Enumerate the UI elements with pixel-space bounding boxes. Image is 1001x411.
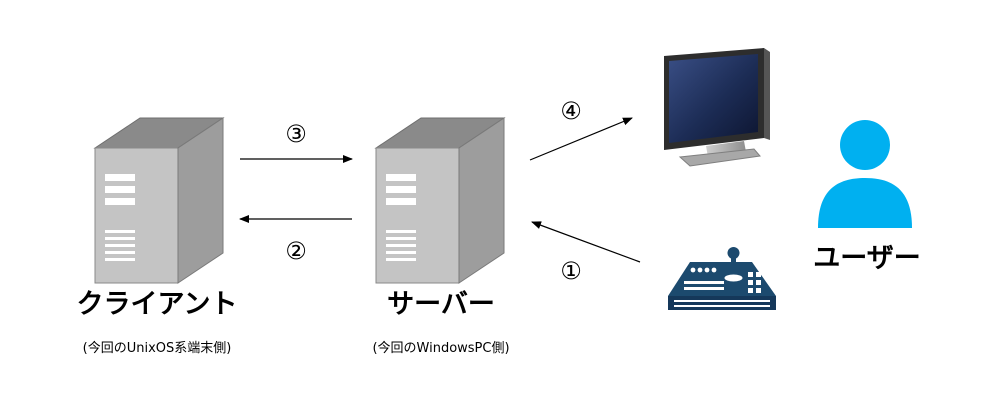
step4-label: ④ bbox=[560, 97, 582, 125]
client-server-icon bbox=[93, 117, 225, 284]
arrow-step1 bbox=[531, 221, 641, 263]
server-note: (今回のWindowsPC側) bbox=[372, 340, 509, 356]
arrow-step4 bbox=[529, 117, 633, 161]
step2-label: ② bbox=[285, 237, 307, 265]
step1-label: ① bbox=[560, 257, 582, 285]
joystick-controller-icon bbox=[668, 247, 776, 310]
server-label: サーバー bbox=[387, 289, 495, 320]
client-label: クライアント bbox=[77, 289, 238, 320]
user-icon bbox=[818, 120, 912, 228]
client-note: (今回のUnixOS系端末側) bbox=[83, 340, 232, 356]
monitor-icon bbox=[664, 48, 770, 167]
user-label: ユーザー bbox=[813, 243, 920, 274]
server-tower-icon bbox=[374, 117, 506, 284]
step3-label: ③ bbox=[285, 120, 307, 148]
